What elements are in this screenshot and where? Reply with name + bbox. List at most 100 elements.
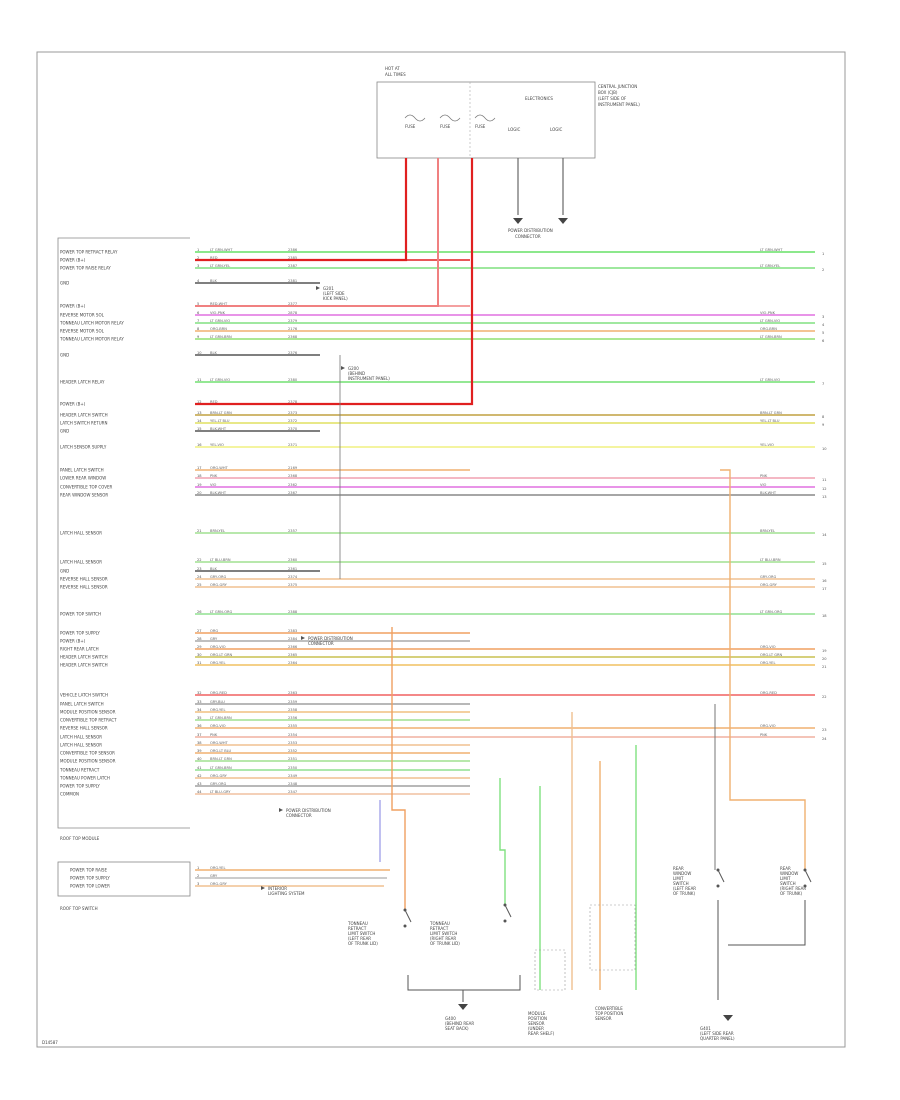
component-line: TOP POSITION bbox=[594, 1011, 623, 1016]
wire-function-label: POWER TOP RETRACT RELAY bbox=[60, 250, 118, 255]
wire-pin: 12 bbox=[197, 400, 202, 404]
wire-right-number: 9 bbox=[822, 423, 825, 427]
wire-right-number: 12 bbox=[822, 487, 827, 491]
wire-circuit-code: 2387 bbox=[288, 264, 297, 268]
note-line: LIGHTING SYSTEM bbox=[268, 891, 305, 896]
wire-pin: 25 bbox=[197, 583, 202, 587]
roof-top-module-outline bbox=[57, 237, 190, 829]
wire-color: BRN-YEL bbox=[210, 529, 225, 533]
wire-color-right: ORG-RED bbox=[760, 691, 777, 695]
wire-circuit-code: 2375 bbox=[288, 583, 297, 587]
component-line: (LEFT REAR bbox=[673, 886, 696, 891]
component-line: OF TRUNK LID) bbox=[430, 941, 460, 946]
wire-circuit-code: 2388 bbox=[288, 610, 298, 614]
connection-wire bbox=[499, 778, 506, 905]
wire-right-number: 4 bbox=[822, 323, 825, 327]
junction-box-text-1: CENTRAL JUNCTION bbox=[598, 84, 637, 89]
wire-pin: 16 bbox=[197, 443, 202, 447]
wire-pin: 21 bbox=[197, 529, 202, 533]
wire-color-right: LT GRN-VIO bbox=[760, 319, 780, 323]
wire-circuit-code: 2374 bbox=[288, 575, 298, 579]
component-line: REAR SHELF) bbox=[528, 1031, 555, 1036]
wire-color: BLK-WHT bbox=[210, 427, 227, 431]
junction-box-text-3: (LEFT SIDE OF bbox=[598, 96, 627, 101]
wire-pin: 35 bbox=[197, 716, 202, 720]
wire-color: BRN-LT GRN bbox=[210, 411, 232, 415]
component-line: LIMIT SWITCH bbox=[348, 931, 375, 936]
wire-color-right: LT GRN-YEL bbox=[760, 264, 780, 268]
fuse-label: FUSE bbox=[440, 124, 451, 129]
wire-color: ORG-VIO bbox=[210, 724, 226, 728]
wire-color: GRY-ORG bbox=[210, 782, 227, 786]
wire-pin: 38 bbox=[197, 741, 202, 745]
wire-right-number: 2 bbox=[822, 268, 824, 272]
wire-circuit-code: 2347 bbox=[288, 790, 297, 794]
wire-function-label: HEADER LATCH SWITCH bbox=[60, 655, 108, 660]
wire-circuit-code: 2349 bbox=[288, 774, 298, 778]
wire-color: ORG-GRY bbox=[210, 583, 228, 587]
junction-box-text-4: INSTRUMENT PANEL) bbox=[598, 102, 640, 107]
wire-pin: 5 bbox=[197, 302, 199, 306]
wire-function-label: GND bbox=[60, 353, 69, 358]
wire-pin: 17 bbox=[197, 466, 202, 470]
wire-color-right: VIO-PNK bbox=[760, 311, 776, 315]
wire-circuit-code: 2379 bbox=[288, 319, 298, 323]
wire-color: BLK-WHT bbox=[210, 491, 227, 495]
wire-color: ORG-LT BLU bbox=[210, 749, 232, 753]
electronics-label: ELECTRONICS bbox=[525, 96, 553, 101]
wire-function-label: TONNEAU LATCH MOTOR RELAY bbox=[59, 337, 124, 342]
fuse-3: FUSE bbox=[474, 114, 496, 129]
wire-right-number: 13 bbox=[822, 495, 827, 499]
component-line: TONNEAU bbox=[429, 921, 450, 926]
wire-circuit-code: 2370 bbox=[288, 427, 298, 431]
wire-pin: 26 bbox=[197, 610, 202, 614]
ground-line: G401 bbox=[700, 1026, 711, 1031]
wire-function-label: CONVERTIBLE TOP SENSOR bbox=[60, 751, 115, 756]
component-line: (LEFT REAR bbox=[348, 936, 371, 941]
wire-pin: 9 bbox=[197, 335, 200, 339]
note-line: POWER DISTRIBUTION bbox=[286, 808, 331, 813]
wire-function-label: COMMON bbox=[60, 792, 79, 797]
wire-pin: 19 bbox=[197, 483, 202, 487]
sensor-box bbox=[534, 949, 566, 991]
wire-function-label: REVERSE MOTOR SOL bbox=[60, 313, 105, 318]
wire-right-number: 20 bbox=[822, 657, 827, 661]
wire-pin: 3 bbox=[197, 264, 199, 268]
wire-right-number: 23 bbox=[822, 728, 827, 732]
wire-color: ORG-YEL bbox=[210, 708, 225, 712]
top-module-title-2: ALL TIMES bbox=[385, 72, 406, 77]
wire-pin: 13 bbox=[197, 411, 202, 415]
wire-color: LT GRN-YEL bbox=[210, 264, 230, 268]
component-line: WINDOW bbox=[673, 871, 691, 876]
wire-color-right: YEL-VIO bbox=[760, 443, 774, 447]
component-line: OF TRUNK) bbox=[780, 891, 802, 896]
wire-function-label: LATCH SWITCH RETURN bbox=[60, 421, 107, 426]
wire-color: ORG-RED bbox=[210, 691, 227, 695]
switch-wire-label: POWER TOP SUPPLY bbox=[70, 876, 110, 881]
wire-function-label: POWER TOP SWITCH bbox=[60, 612, 101, 617]
wire-function-label: TONNEAU RETRACT bbox=[59, 768, 100, 773]
fuse-2: FUSE bbox=[439, 114, 461, 129]
note-line: INTERIOR bbox=[268, 886, 287, 891]
wire-color: LT GRN-ORG bbox=[210, 610, 233, 614]
wire-color-right: LT GRN-VIO bbox=[760, 378, 780, 382]
